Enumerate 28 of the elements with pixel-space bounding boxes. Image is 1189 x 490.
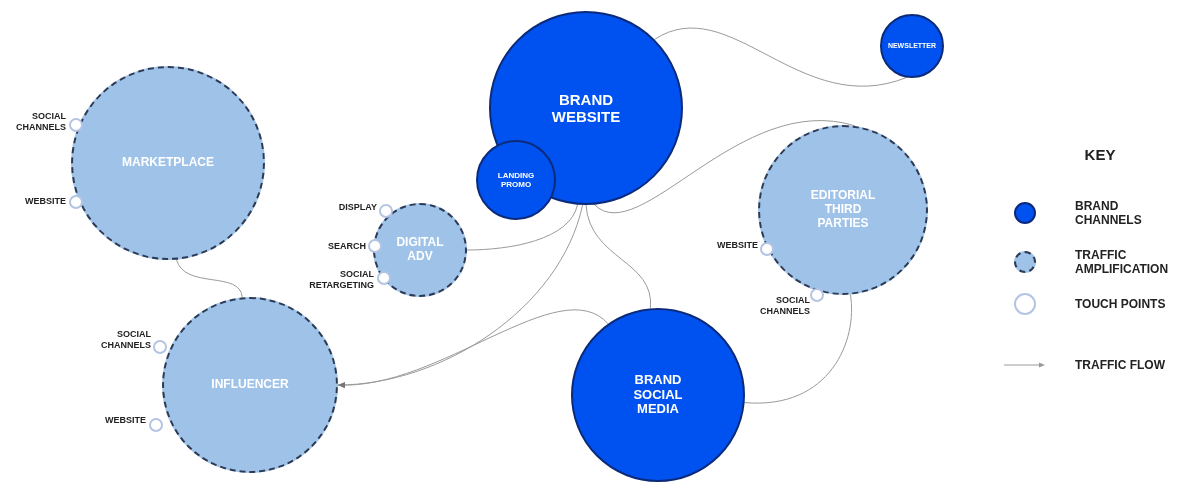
connector-line xyxy=(585,204,651,309)
touch-point-label: WEBSITE xyxy=(24,195,66,207)
connector-line xyxy=(466,204,579,251)
circle-label: BRAND SOCIAL MEDIA xyxy=(632,372,684,418)
arrow xyxy=(337,309,609,388)
connector-line xyxy=(593,120,856,213)
touch-point-label: WEBSITE xyxy=(716,239,758,251)
circle-label: MARKETPLACE xyxy=(122,156,214,170)
circle-label: EDITORIAL THIRD PARTIES xyxy=(809,189,877,231)
connector-line xyxy=(744,294,853,404)
legend-label: TRAFFIC AMPLIFICATION xyxy=(1075,247,1170,277)
legend-label: TOUCH POINTS xyxy=(1075,296,1167,312)
touch-point-label: SEARCH xyxy=(327,240,366,252)
touch-point-label: SOCIAL RETARGETING xyxy=(308,269,374,291)
arrow xyxy=(337,204,584,388)
circle-label: LANDING PROMO xyxy=(496,170,536,190)
circle-label: BRAND WEBSITE xyxy=(550,90,622,126)
touch-point-label: DISPLAY xyxy=(337,201,377,213)
legend-label: TRAFFIC FLOW xyxy=(1075,357,1166,373)
touch-point-label: SOCIAL CHANNELS xyxy=(100,329,151,351)
legend-label: BRAND CHANNELS xyxy=(1075,198,1143,228)
touch-point-label: WEBSITE xyxy=(104,414,146,426)
legend-title: KEY xyxy=(1084,144,1116,165)
touch-point-label: SOCIAL CHANNELS xyxy=(759,295,810,317)
circle-label: DIGITAL ADV xyxy=(395,236,445,264)
touch-point-label: SOCIAL CHANNELS xyxy=(15,111,66,133)
circle-label: INFLUENCER xyxy=(211,378,289,392)
connector-line xyxy=(175,259,243,298)
